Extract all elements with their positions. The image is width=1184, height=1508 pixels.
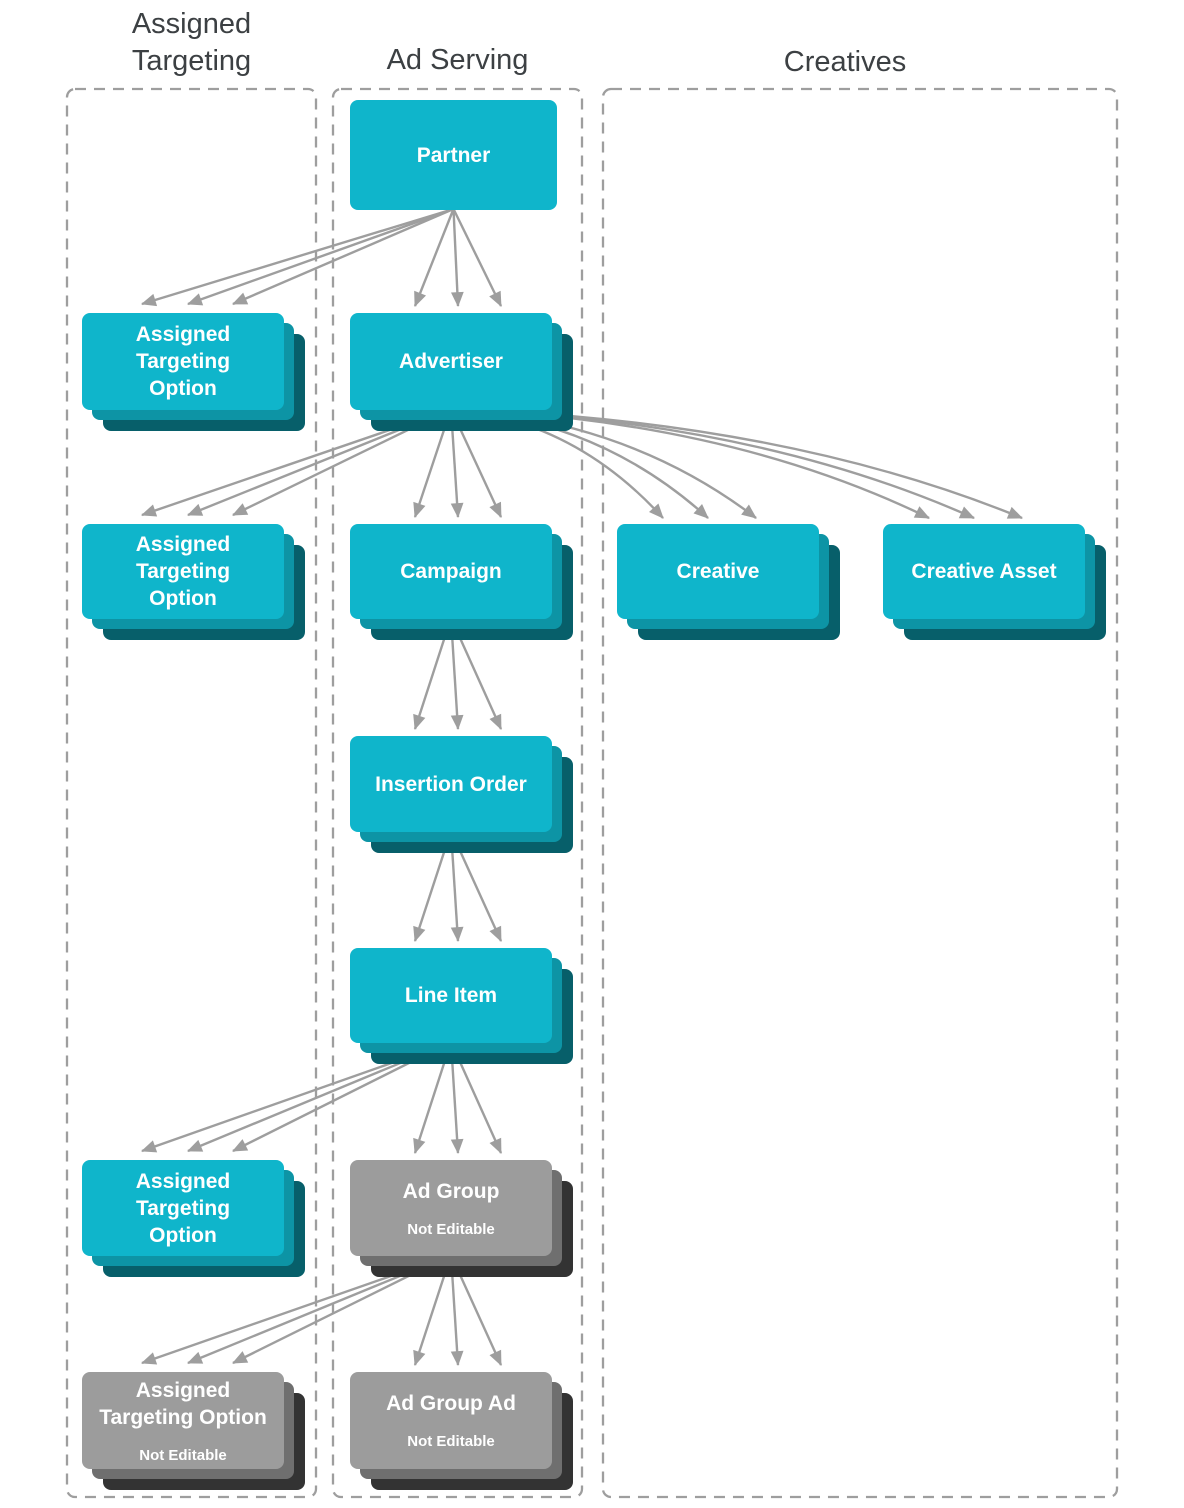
node-label: Campaign bbox=[400, 560, 502, 583]
node-face: Creative bbox=[617, 524, 819, 619]
node-label: Creative Asset bbox=[911, 560, 1057, 583]
node-insertion-order: Insertion Order bbox=[350, 736, 573, 853]
node-face: Partner bbox=[350, 100, 557, 210]
node-line-item: Line Item bbox=[350, 948, 573, 1064]
node-label: Advertiser bbox=[399, 350, 503, 373]
column-title-line: Assigned bbox=[131, 8, 252, 40]
edge-partner-to-advertiser bbox=[452, 208, 503, 307]
node-face: Line Item bbox=[350, 948, 552, 1043]
edge-partner-to-ato-1 bbox=[186, 207, 454, 306]
node-label: Partner bbox=[416, 143, 491, 167]
node-label: Ad Group Ad bbox=[386, 1392, 516, 1415]
node-partner: Partner bbox=[350, 100, 557, 210]
node-label: Line Item bbox=[404, 984, 498, 1007]
node-sublabel: Not Editable bbox=[407, 1433, 495, 1450]
node-ad-group-ad: Ad Group Ad Not Editable bbox=[350, 1372, 573, 1490]
node-face: Advertiser bbox=[350, 313, 552, 410]
node-face: Creative Asset bbox=[883, 524, 1085, 619]
node-label: Insertion Order bbox=[375, 772, 527, 796]
node-advertiser: Advertiser bbox=[350, 313, 573, 431]
column-title-line: Ad Serving bbox=[386, 44, 529, 76]
edge-partner-to-ato-1 bbox=[140, 207, 454, 307]
node-sublabel: Not Editable bbox=[407, 1220, 495, 1238]
node-face: Ad Group Ad Not Editable bbox=[350, 1372, 552, 1469]
node-creative-asset: Creative Asset bbox=[883, 524, 1106, 640]
node-label: Creative bbox=[676, 560, 760, 583]
column-title-assigned-targeting: Assigned Targeting bbox=[67, 6, 316, 80]
panel-outline-assigned-targeting bbox=[65, 87, 318, 1499]
column-title-line: Creatives bbox=[783, 46, 907, 78]
node-sublabel: Not Editable bbox=[139, 1446, 227, 1464]
edge-partner-to-advertiser bbox=[413, 208, 455, 307]
column-title-line: Targeting bbox=[131, 45, 252, 77]
panel-outline-ad-serving bbox=[331, 87, 584, 1499]
node-face: Campaign bbox=[350, 524, 552, 619]
node-creative: Creative bbox=[617, 524, 840, 640]
node-label: Ad Group bbox=[402, 1179, 500, 1203]
node-campaign: Campaign bbox=[350, 524, 573, 640]
edge-partner-to-ato-1 bbox=[232, 207, 454, 306]
column-title-creatives: Creatives bbox=[603, 44, 1087, 81]
node-face: Insertion Order bbox=[350, 736, 552, 832]
edge-partner-to-advertiser bbox=[450, 208, 464, 308]
column-title-ad-serving: Ad Serving bbox=[333, 42, 582, 79]
panel-outline-creatives bbox=[601, 87, 1119, 1499]
